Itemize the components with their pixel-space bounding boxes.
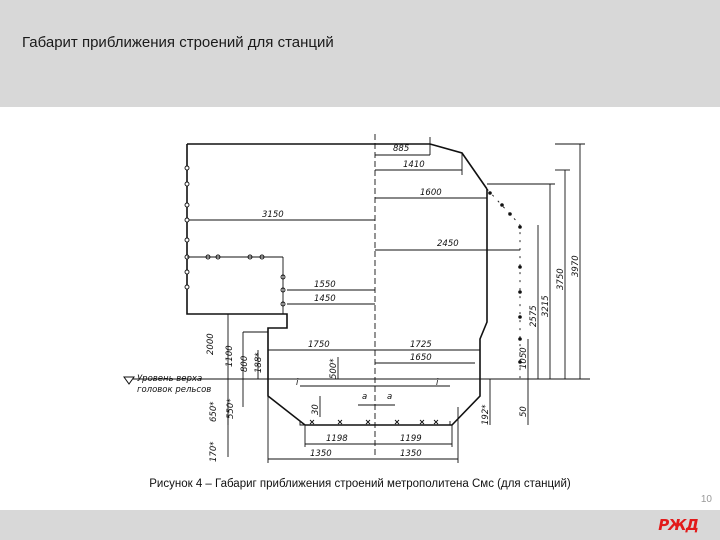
dim-i-left: i	[296, 378, 299, 388]
slide-title: Габарит приближения строений для станций	[22, 34, 334, 51]
dim-i-right: i	[436, 378, 439, 388]
dim-1410: 1410	[403, 160, 425, 170]
dim-3215: 3215	[541, 295, 551, 317]
dim-550: 550*	[226, 399, 236, 419]
dim-1199: 1199	[400, 434, 422, 444]
rzd-logo: РЖД	[658, 516, 699, 534]
dim-2450: 2450	[437, 239, 459, 249]
dim-1550: 1550	[314, 280, 336, 290]
dim-650: 650*	[209, 402, 219, 422]
slide-footer	[0, 510, 720, 540]
dim-3750: 3750	[556, 268, 566, 290]
dim-3970: 3970	[571, 255, 581, 277]
dim-1350-right: 1350	[400, 449, 422, 459]
dim-30: 30	[311, 404, 321, 415]
slide-header: Габарит приближения строений для станций	[0, 0, 720, 107]
page-number: 10	[700, 494, 712, 505]
clearance-outline	[186, 143, 488, 426]
dim-170: 170*	[209, 442, 219, 462]
clearance-diagram: 885 1410 1600 3150 2450 1550 1450 1750 1…	[0, 107, 720, 477]
dim-1350-left: 1350	[310, 449, 332, 459]
dim-1750: 1750	[308, 340, 330, 350]
rail-level-label-2: головок рельсов	[137, 385, 211, 395]
dim-1100: 1100	[225, 345, 235, 367]
dim-188: 188*	[254, 353, 264, 373]
rail-cross-marks	[309, 419, 439, 425]
rail-level-triangle	[123, 376, 135, 385]
clearance-diagram-svg: 885 1410 1600 3150 2450 1550 1450 1750 1…	[123, 134, 590, 463]
dim-a-right: a	[387, 392, 392, 402]
dim-800: 800	[240, 356, 250, 372]
dim-50: 50	[519, 406, 529, 417]
dim-2000: 2000	[206, 333, 216, 355]
figure-caption: Рисунок 4 – Габариг приближения строений…	[149, 478, 571, 490]
dim-1198: 1198	[326, 434, 348, 444]
dim-3150: 3150	[262, 210, 284, 220]
dim-1725: 1725	[410, 340, 432, 350]
dimension-lines	[133, 134, 590, 463]
dim-2575: 2575	[529, 305, 539, 327]
dim-885: 885	[393, 144, 409, 154]
dim-192: 192*	[481, 405, 491, 425]
dim-1050: 1050	[519, 347, 529, 369]
rail-level-label-1: Уровень верха	[137, 374, 202, 384]
left-guide-lines	[187, 256, 284, 314]
dim-a-left: a	[362, 392, 367, 402]
dim-500: 500*	[329, 359, 339, 379]
outline-markers	[184, 165, 286, 307]
dim-1650: 1650	[410, 353, 432, 363]
right-dots	[488, 191, 522, 364]
dim-1450: 1450	[314, 294, 336, 304]
dim-1600: 1600	[420, 188, 442, 198]
